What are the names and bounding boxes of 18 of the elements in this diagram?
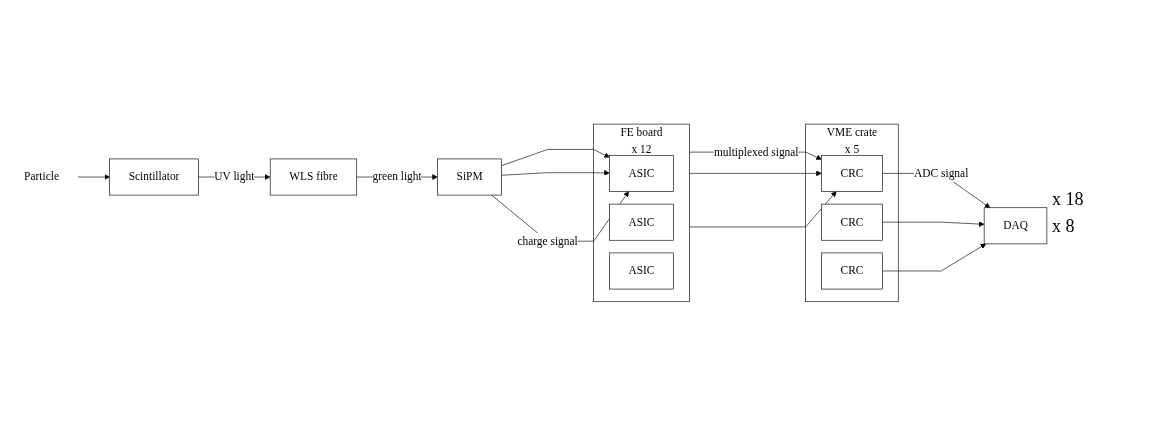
edge-label: ADC signal <box>914 166 969 180</box>
edge-label: charge signal <box>517 234 578 248</box>
node-box: CRC <box>821 252 883 290</box>
edge-label: green light <box>372 170 422 184</box>
edge-label: multiplexed signal <box>713 145 799 159</box>
node-box: Scintillator <box>109 158 199 196</box>
node-box: DAQ <box>983 207 1048 245</box>
node-box: CRC <box>821 203 883 241</box>
node-text: Particle <box>24 170 59 184</box>
node-box: SiPM <box>437 158 502 196</box>
multiplicity-note: x 18 <box>1052 189 1085 210</box>
edge-label: UV light <box>214 170 255 184</box>
node-box: WLS fibre <box>269 158 358 196</box>
multiplicity-note: x 8 <box>1052 216 1076 237</box>
node-box: ASIC <box>609 155 674 192</box>
node-box: ASIC <box>609 203 674 241</box>
node-box: CRC <box>821 155 883 192</box>
node-box: ASIC <box>609 252 674 290</box>
